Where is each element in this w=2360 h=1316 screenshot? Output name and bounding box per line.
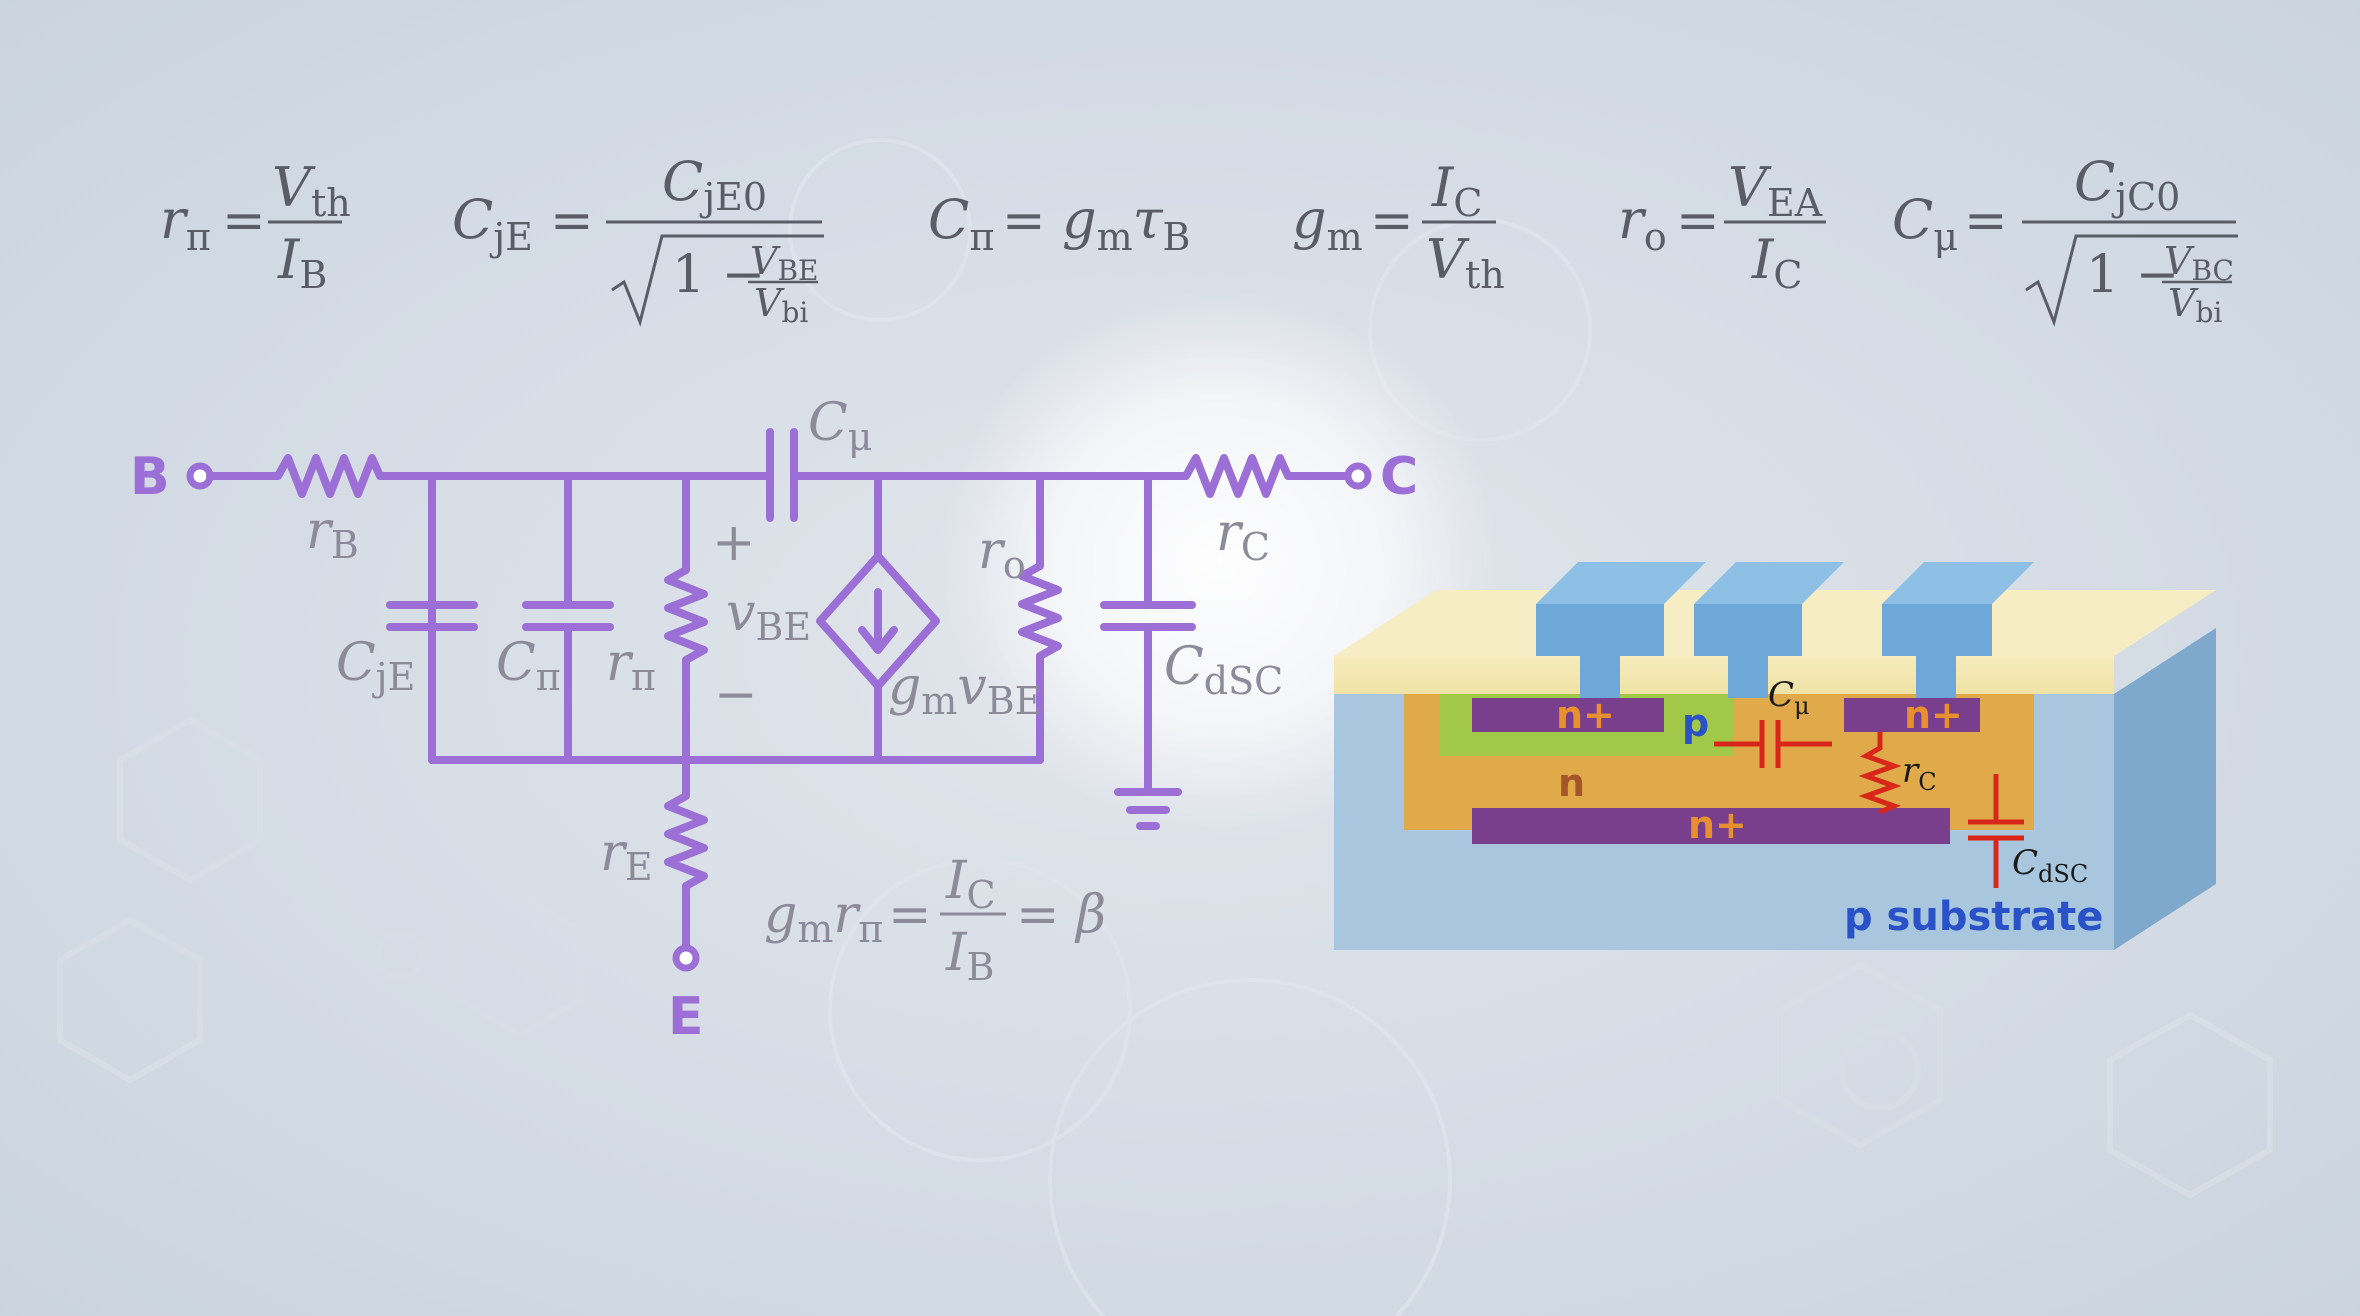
label-r-e: rE [600,823,653,889]
collector-terminal-label: C [1380,447,1418,507]
label-minus: − [714,665,758,725]
svg-text:Vbi: Vbi [2168,281,2222,329]
svg-text:IC: IC [1751,228,1802,297]
svg-text:gmτB: gmτB [1062,188,1190,259]
label-p-substrate: p substrate [1844,894,2103,940]
substrate-right-face [2114,628,2216,950]
label-c-dsc: CdSC [1164,637,1283,703]
oxide-layer [1334,656,2114,696]
background-bokeh [788,138,1592,1316]
svg-text:=: = [1370,191,1414,251]
equation-g-m: gm = IC Vth [1292,156,1505,297]
n-plus-collector-contact [1844,698,1980,732]
svg-text:CjE: CjE [452,188,533,259]
label-r-b: rB [306,501,359,567]
parasitic-c-mu: Cμ [1714,675,1832,768]
equation-r-pi: rπ = Vth IB [160,156,351,297]
svg-text:CjC0: CjC0 [2074,150,2180,219]
svg-text:=: = [1002,191,1046,251]
equation-r-o: ro = VEA IC [1618,156,1826,297]
svg-text:VEA: VEA [1728,156,1823,225]
svg-text:=: = [1676,191,1720,251]
n-plus-emitter [1472,698,1664,732]
svg-text:IC: IC [945,851,996,917]
label-n-plus-buried: n+ [1688,803,1747,847]
collector-terminal-node [1344,462,1372,490]
label-n-collector: n [1558,761,1585,805]
svg-text:Vth: Vth [1426,228,1505,297]
label-c-mu: Cμ [808,393,873,459]
equation-beta: gmrπ = IC IB = β [764,851,1106,989]
svg-text:Cπ: Cπ [928,188,994,259]
bjt-cross-section: n+ p n+ n n+ p substrate Cμ rC CdSC [1334,562,2216,950]
svg-text:IB: IB [945,923,994,989]
emitter-terminal-label: E [668,987,704,1047]
equation-c-pi: Cπ = gmτB [928,188,1190,259]
parasitic-r-c: rC [1858,732,1937,815]
label-v-be: vBE [726,583,811,649]
svg-text:=: = [550,191,594,251]
label-p-base: p [1682,701,1709,745]
label-plus: + [712,513,756,573]
svg-text:IC: IC [1431,156,1482,225]
svg-text:Vbi: Vbi [754,281,808,329]
svg-text:= β: = β [1016,885,1106,945]
equation-c-je: CjE = CjE0 1 − VBE Vbi [452,150,824,329]
svg-text:Cμ: Cμ [1892,188,1958,259]
label-g-m-v-be: gmvBE [888,657,1042,723]
dependent-current-source [816,552,940,690]
svg-text:rC: rC [1902,751,1937,796]
svg-text:ro: ro [1618,188,1667,259]
emitter-terminal-node [672,944,700,972]
svg-text:IB: IB [277,228,327,297]
svg-text:=: = [1964,191,2008,251]
svg-text:CjE0: CjE0 [662,150,767,219]
svg-text:gm: gm [1292,188,1363,259]
svg-text:1 −: 1 − [2086,245,2179,305]
background-hexagons [57,716,2273,1199]
svg-text:Vth: Vth [272,156,351,225]
equation-c-mu: Cμ = CjC0 1 − VBC Vbi [1892,150,2238,329]
label-c-je: CjE [336,633,415,699]
svg-text:Cμ: Cμ [1768,675,1810,720]
label-c-pi: Cπ [496,633,561,699]
n-plus-buried-layer [1472,808,1950,844]
svg-text:=: = [888,885,932,945]
label-n-plus-collector: n+ [1904,693,1963,737]
ground-icon [1114,788,1182,830]
resistor-r-e [664,756,708,954]
label-n-plus-emitter: n+ [1556,693,1615,737]
base-terminal-label: B [130,447,170,507]
svg-text:CdSC: CdSC [2012,843,2088,888]
label-r-pi: rπ [606,633,656,699]
svg-text:1 −: 1 − [672,245,765,305]
svg-text:rπ: rπ [160,188,211,259]
resistor-r-b [206,454,436,764]
resistor-r-o [1018,472,1062,764]
metal-contacts [1536,562,2034,698]
label-r-c: rC [1216,503,1270,569]
resistor-r-pi [664,472,708,764]
svg-text:gmrπ: gmrπ [764,885,883,951]
small-signal-circuit: B C [130,393,1418,1047]
resistor-r-c [1146,454,1352,498]
label-r-o: ro [978,521,1026,587]
parasitic-c-dsc: CdSC [1968,774,2088,888]
svg-text:=: = [222,191,266,251]
